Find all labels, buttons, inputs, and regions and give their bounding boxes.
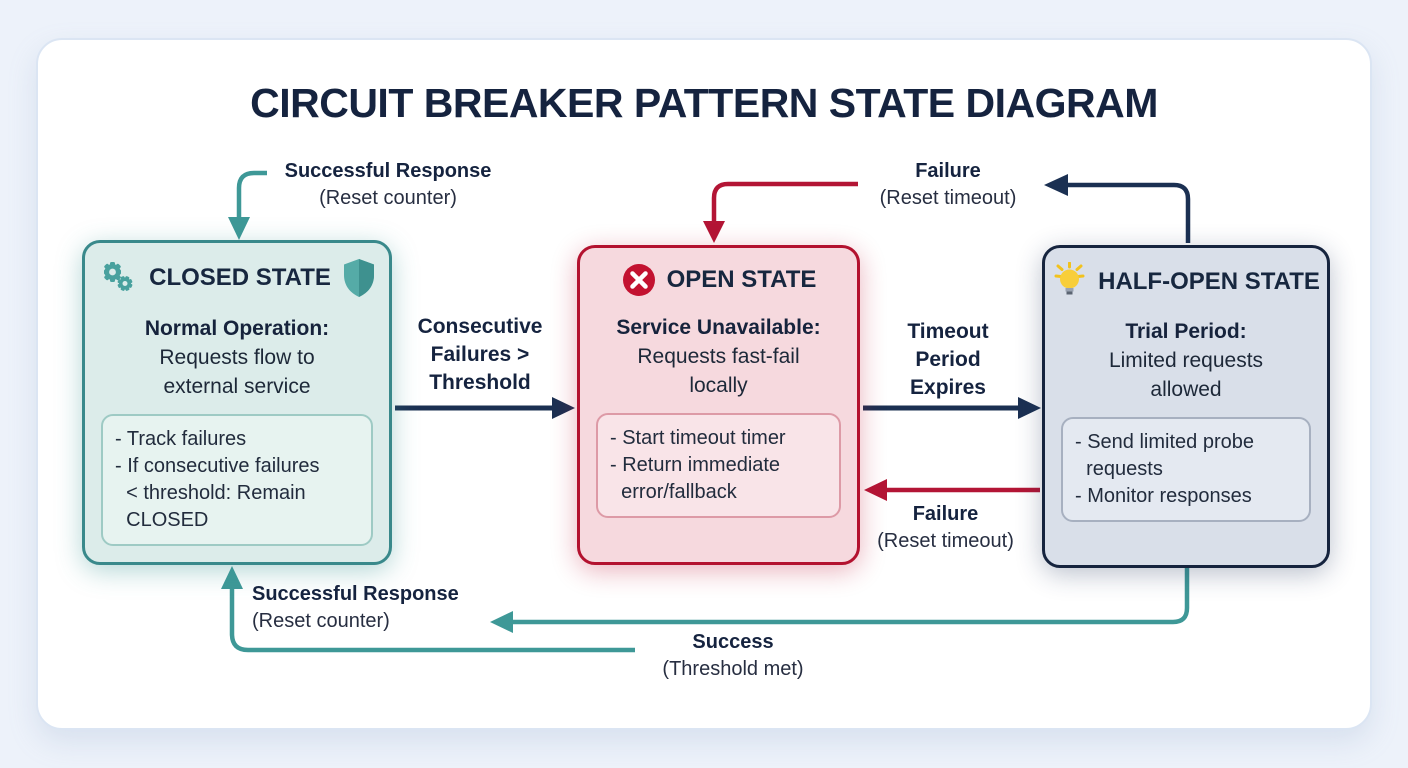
state-box-closed: CLOSED STATE Normal Operation: Requests f… xyxy=(82,240,392,565)
label-closed-to-open: Consecutive Failures > Threshold xyxy=(398,313,562,397)
label-failure-mid-sub: (Reset timeout) xyxy=(877,530,1014,552)
open-state-header: OPEN STATE xyxy=(580,262,857,298)
closed-state-details: - Track failures - If consecutive failur… xyxy=(101,414,373,546)
lightbulb-icon xyxy=(1054,262,1085,295)
label-closed-to-open-text: Consecutive Failures > Threshold xyxy=(417,315,543,394)
label-closed-self-success: Successful Response (Reset counter) xyxy=(263,158,513,211)
arrow-closed-to-open xyxy=(395,397,575,419)
half-open-state-header: HALF-OPEN STATE xyxy=(1045,262,1327,302)
closed-state-title: CLOSED STATE xyxy=(149,264,331,291)
arrow-half-open-success-response xyxy=(490,568,1190,633)
closed-summary-bold: Normal Operation: xyxy=(144,317,330,340)
half-open-summary-bold: Trial Period: xyxy=(1125,320,1247,343)
arrow-half-open-to-open-failure xyxy=(864,479,1040,501)
gears-icon xyxy=(104,262,133,291)
closed-summary-text: Requests flow to external service xyxy=(159,346,315,398)
label-open-to-half-open: Timeout Period Expires xyxy=(866,318,1030,402)
label-open-to-half-open-text: Timeout Period Expires xyxy=(907,320,989,399)
label-failure-mid-main: Failure xyxy=(912,503,979,525)
label-closed-self-success-main: Successful Response xyxy=(284,160,492,182)
state-box-open: OPEN STATE Service Unavailable: Requests … xyxy=(577,245,860,565)
label-half-open-success-sub: (Reset counter) xyxy=(252,610,390,632)
label-failure-mid: Failure (Reset timeout) xyxy=(838,501,1053,554)
arrow-failure-into-open-top xyxy=(703,181,858,243)
shield-icon xyxy=(343,259,374,297)
label-success-threshold: Success (Threshold met) xyxy=(620,629,846,682)
label-half-open-success: Successful Response (Reset counter) xyxy=(252,581,502,634)
arrow-closed-self-success xyxy=(228,170,267,240)
label-success-threshold-sub: (Threshold met) xyxy=(662,658,804,680)
x-circle-icon xyxy=(622,264,655,296)
diagram-title: CIRCUIT BREAKER PATTERN STATE DIAGRAM xyxy=(250,80,1158,126)
closed-state-summary: Normal Operation: Requests flow to extern… xyxy=(85,314,389,401)
open-summary-bold: Service Unavailable: xyxy=(616,316,821,339)
closed-state-header: CLOSED STATE xyxy=(85,257,389,299)
arrow-success-to-closed xyxy=(221,566,635,653)
label-half-open-success-main: Successful Response xyxy=(252,583,459,605)
arrow-half-open-failure-top xyxy=(1044,174,1191,243)
half-open-state-details: - Send limited probe requests - Monitor … xyxy=(1061,417,1311,522)
label-closed-self-success-sub: (Reset counter) xyxy=(319,187,457,209)
half-open-state-summary: Trial Period: Limited requests allowed xyxy=(1045,317,1327,404)
label-failure-top-main: Failure xyxy=(915,160,981,182)
arrow-open-to-half-open xyxy=(863,397,1041,419)
open-state-details: - Start timeout timer - Return immediate… xyxy=(596,413,841,518)
half-open-state-title: HALF-OPEN STATE xyxy=(1098,268,1320,295)
state-box-half-open: HALF-OPEN STATE Trial Period: Limited req… xyxy=(1042,245,1330,568)
label-success-threshold-main: Success xyxy=(692,631,774,653)
open-state-title: OPEN STATE xyxy=(666,266,817,293)
label-failure-top: Failure (Reset timeout) xyxy=(848,158,1048,211)
half-open-summary-text: Limited requests allowed xyxy=(1108,349,1264,401)
label-failure-top-sub: (Reset timeout) xyxy=(879,187,1017,209)
open-summary-text: Requests fast-fail locally xyxy=(637,345,800,397)
open-state-summary: Service Unavailable: Requests fast-fail l… xyxy=(580,313,857,400)
